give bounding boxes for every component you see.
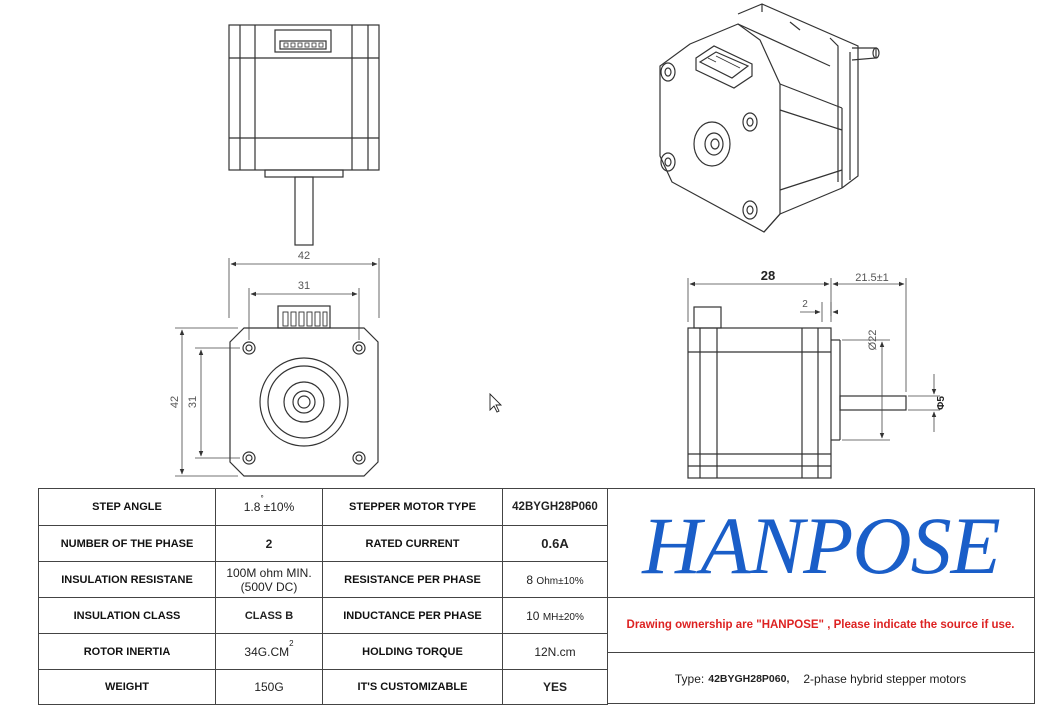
type-row: Type: 42BYGH28P060, 2-phase hybrid stepp… xyxy=(607,659,1034,699)
dim-depth-28: 28 xyxy=(761,268,775,283)
isometric-view xyxy=(659,3,880,233)
spec-value: 1.8°±10% xyxy=(215,488,323,526)
type-model: 42BYGH28P060, xyxy=(708,673,790,685)
inductance-unit: MH±20% xyxy=(542,611,584,623)
dim-flange-2: 2 xyxy=(802,299,808,310)
dim-shaft-21-5: 21.5±1 xyxy=(855,272,889,284)
table-row: INSULATION RESISTANE 100M ohm MIN.(500V … xyxy=(38,561,608,598)
front-view-dimensions xyxy=(175,258,380,477)
dim-width-42: 42 xyxy=(298,250,310,262)
table-row: NUMBER OF THE PHASE 2 RATED CURRENT 0.6A xyxy=(38,525,608,562)
step-angle-tolerance: ±10% xyxy=(263,500,295,514)
spec-value: 8 Ohm±10% xyxy=(502,561,608,598)
spec-label: RESISTANCE PER PHASE xyxy=(322,561,503,598)
spec-value: 2 xyxy=(215,525,323,562)
dim-shaft-5: Φ5 xyxy=(936,396,947,410)
inductance-value: 10 xyxy=(526,608,540,623)
technical-drawing: 42 31 42 31 xyxy=(169,3,947,479)
motor-type-value: 42BYGH28P060 xyxy=(502,488,608,526)
spec-label: NUMBER OF THE PHASE xyxy=(38,525,216,562)
spec-label: STEPPER MOTOR TYPE xyxy=(322,488,503,526)
spec-value: 0.6A xyxy=(502,525,608,562)
spec-label: INDUCTANCE PER PHASE xyxy=(322,597,503,634)
step-angle-value: 1.8 xyxy=(243,500,261,514)
resistance-value: 8 xyxy=(526,572,534,587)
dim-hole-31: 31 xyxy=(298,280,310,292)
insulation-value-line2: (500V DC) xyxy=(240,579,298,594)
spec-value: 100M ohm MIN.(500V DC) xyxy=(215,561,323,598)
ownership-note: Drawing ownership are "HANPOSE" , Please… xyxy=(607,597,1034,653)
resistance-unit: Ohm±10% xyxy=(536,575,584,587)
dim-side-42: 42 xyxy=(169,396,181,408)
dim-side-31: 31 xyxy=(187,396,199,408)
spec-label: INSULATION CLASS xyxy=(38,597,216,634)
degree-symbol: ° xyxy=(260,494,264,503)
spec-value: 150G xyxy=(215,669,323,705)
table-row: ROTOR INERTIA 34G.CM2 HOLDING TORQUE 12N… xyxy=(38,633,608,670)
table-row: WEIGHT 150G IT'S CUSTOMIZABLE YES xyxy=(38,669,608,705)
spec-value: 12N.cm xyxy=(502,633,608,670)
spec-value: YES xyxy=(502,669,608,705)
table-row: STEP ANGLE 1.8°±10% STEPPER MOTOR TYPE 4… xyxy=(38,488,608,526)
brand-panel: HANPOSE Drawing ownership are "HANPOSE" … xyxy=(607,488,1035,704)
spec-label: IT'S CUSTOMIZABLE xyxy=(322,669,503,705)
side-view-dimensions xyxy=(687,278,940,441)
spec-label: STEP ANGLE xyxy=(38,488,216,526)
front-view xyxy=(229,305,379,477)
brand-logo: HANPOSE xyxy=(642,500,1000,591)
table-row: INSULATION CLASS CLASS B INDUCTANCE PER … xyxy=(38,597,608,634)
spec-value: 10 MH±20% xyxy=(502,597,608,634)
spec-label: INSULATION RESISTANE xyxy=(38,561,216,598)
dim-boss-22: Ø22 xyxy=(867,330,879,351)
squared-symbol: 2 xyxy=(289,638,294,648)
spec-label: ROTOR INERTIA xyxy=(38,633,216,670)
spec-label: HOLDING TORQUE xyxy=(322,633,503,670)
cursor-arrow-icon xyxy=(489,392,503,413)
spec-label: RATED CURRENT xyxy=(322,525,503,562)
insulation-value-line1: 100M ohm MIN. xyxy=(226,565,312,580)
spec-value: 34G.CM2 xyxy=(215,633,323,670)
type-label: Type: xyxy=(674,672,705,686)
spec-label: WEIGHT xyxy=(38,669,216,705)
rotor-inertia-value: 34G.CM xyxy=(244,644,290,659)
top-view xyxy=(228,24,380,246)
side-view xyxy=(687,306,907,479)
type-description: 2-phase hybrid stepper motors xyxy=(803,672,967,686)
spec-table: STEP ANGLE 1.8°±10% STEPPER MOTOR TYPE 4… xyxy=(38,488,608,705)
spec-value: CLASS B xyxy=(215,597,323,634)
